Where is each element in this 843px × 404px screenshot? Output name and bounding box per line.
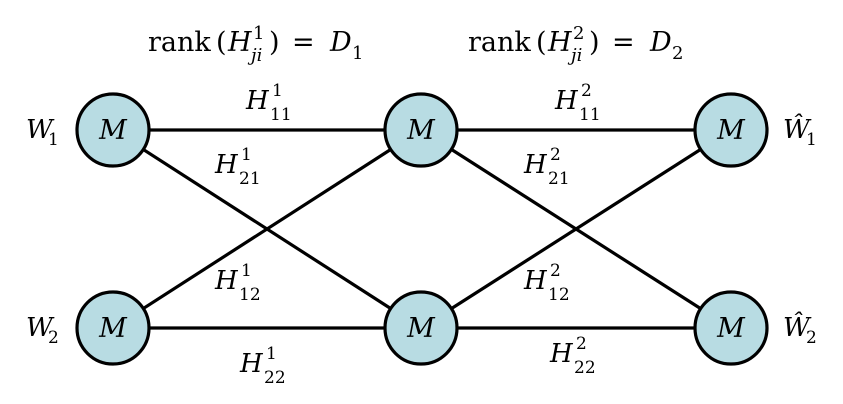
channel-subscript: ji: [247, 45, 262, 66]
channel-symbol: H: [547, 27, 572, 58]
output-label-w2-hat: Ŵ 2: [783, 311, 817, 348]
edge-h2-12: [420, 128, 732, 330]
equals-sign: =: [612, 27, 635, 58]
output-subscript: 2: [806, 328, 817, 348]
edge-symbol: H: [214, 266, 239, 296]
edge-subscript: 11: [579, 105, 601, 125]
node-circle: [693, 92, 769, 168]
node-tx-2: M: [75, 290, 151, 366]
edge-label-h1-22: H 1 22: [239, 344, 286, 388]
edge-label-h2-21: H 2 21: [523, 145, 570, 189]
edge-superscript: 2: [576, 334, 587, 354]
output-label-w1-hat: Ŵ 1: [783, 113, 817, 150]
edge-symbol: H: [245, 86, 270, 116]
open-paren: (: [216, 27, 227, 58]
node-label: M: [98, 313, 128, 344]
node-relay-1: M: [383, 92, 459, 168]
input-symbol: W: [26, 313, 55, 343]
node-label: M: [716, 313, 746, 344]
equals-sign: =: [292, 27, 315, 58]
edge-symbol: H: [549, 339, 574, 369]
edge-superscript: 2: [581, 81, 592, 101]
node-circle: [383, 290, 459, 366]
dof-subscript: 1: [352, 43, 363, 64]
rank-func: rank: [468, 27, 531, 58]
edge-superscript: 2: [550, 261, 561, 281]
edge-subscript: 12: [548, 285, 570, 305]
input-label-w2: W 2: [26, 313, 59, 348]
node-circle: [693, 290, 769, 366]
node-circle: [75, 92, 151, 168]
edge-superscript: 1: [266, 344, 277, 364]
node-label: M: [406, 313, 436, 344]
output-symbol: Ŵ: [783, 113, 812, 145]
input-subscript: 1: [48, 130, 59, 150]
edge-symbol: H: [523, 150, 548, 180]
rank-func: rank: [148, 27, 211, 58]
edge-subscript: 12: [239, 285, 261, 305]
edge-label-h1-11: H 1 11: [245, 81, 292, 125]
node-tx-1: M: [75, 92, 151, 168]
rank-equation-hop-2: rank ( H 2 ji ) = D 2: [468, 23, 683, 66]
channel-superscript: 1: [253, 23, 264, 44]
node-rx-2: M: [693, 290, 769, 366]
node-circle: [383, 92, 459, 168]
edge-symbol: H: [214, 150, 239, 180]
edge-label-h2-11: H 2 11: [554, 81, 601, 125]
input-label-w1: W 1: [26, 115, 59, 150]
dof-symbol: D: [329, 27, 352, 58]
channel-symbol: H: [227, 27, 252, 58]
edges: [112, 128, 732, 330]
edge-symbol: H: [523, 266, 548, 296]
edge-superscript: 1: [241, 261, 252, 281]
close-paren: ): [589, 27, 600, 58]
close-paren: ): [269, 27, 280, 58]
channel-subscript: ji: [567, 45, 582, 66]
open-paren: (: [536, 27, 547, 58]
edge-superscript: 2: [550, 145, 561, 165]
node-circle: [75, 290, 151, 366]
edge-label-h1-21: H 1 21: [214, 145, 261, 189]
edge-symbol: H: [554, 86, 579, 116]
edge-label-h2-12: H 2 12: [523, 261, 570, 305]
edge-label-h2-22: H 2 22: [549, 334, 596, 378]
edge-subscript: 11: [270, 105, 292, 125]
edge-h1-12: [112, 128, 422, 330]
edge-subscript: 22: [264, 368, 286, 388]
edge-subscript: 21: [239, 169, 261, 189]
node-label: M: [98, 115, 128, 146]
edge-superscript: 1: [272, 81, 283, 101]
rank-equation-hop-1: rank ( H 1 ji ) = D 1: [148, 23, 363, 66]
edge-symbol: H: [239, 349, 264, 379]
channel-superscript: 2: [573, 23, 584, 44]
dof-symbol: D: [649, 27, 672, 58]
input-symbol: W: [26, 115, 55, 145]
nodes: M M M M M M: [75, 92, 769, 366]
output-symbol: Ŵ: [783, 311, 812, 343]
node-label: M: [716, 115, 746, 146]
edge-superscript: 1: [241, 145, 252, 165]
input-subscript: 2: [48, 328, 59, 348]
node-relay-2: M: [383, 290, 459, 366]
dof-subscript: 2: [672, 43, 683, 64]
edge-label-h1-12: H 1 12: [214, 261, 261, 305]
output-subscript: 1: [806, 130, 817, 150]
edge-subscript: 21: [548, 169, 570, 189]
edge-subscript: 22: [574, 358, 596, 378]
node-label: M: [406, 115, 436, 146]
node-rx-1: M: [693, 92, 769, 168]
